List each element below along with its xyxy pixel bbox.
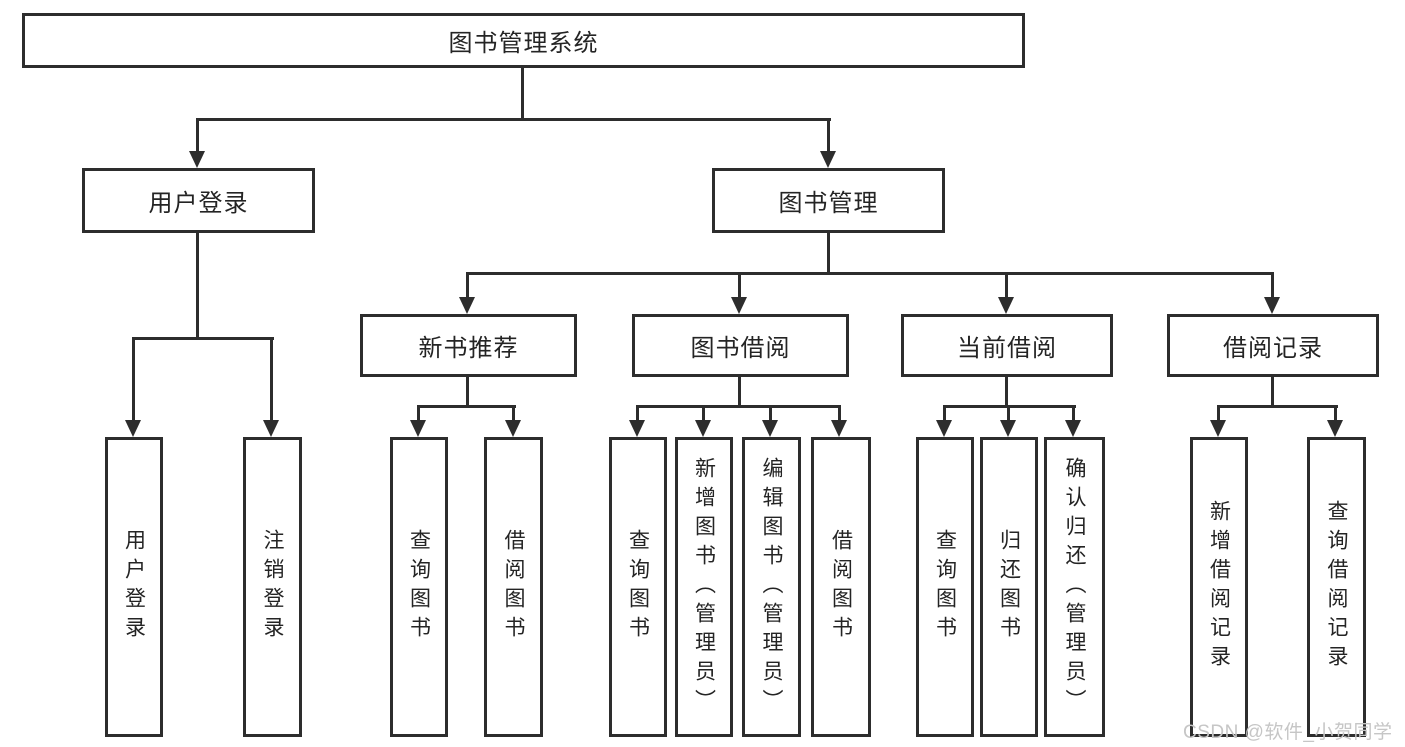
arrowhead-down — [1327, 420, 1343, 437]
node-library-system: 图书管理系统 — [22, 13, 1025, 68]
leaf-user-login-label: 用户登录 — [122, 529, 146, 645]
node-borrow-records: 借阅记录 — [1167, 314, 1379, 377]
connector-stem — [1005, 272, 1008, 298]
leaf-records-add-record-label: 新增借阅记录 — [1207, 500, 1231, 674]
connector-stem — [196, 118, 199, 152]
connector-records-bar — [1217, 405, 1338, 408]
connector-stem — [1271, 272, 1274, 298]
connector-stem — [1005, 377, 1008, 405]
arrowhead-down — [1065, 420, 1081, 437]
connector-recommend-bar — [417, 405, 516, 408]
connector-books-stem — [827, 233, 830, 272]
leaf-current-confirm-return-admin-label: 确认归还（管理员） — [1063, 456, 1086, 718]
arrowhead-down — [762, 420, 778, 437]
node-book-borrow-label: 图书借阅 — [690, 335, 791, 362]
node-current-borrow-label: 当前借阅 — [957, 335, 1057, 362]
leaf-borrow-borrow-books-label: 借阅图书 — [829, 529, 853, 645]
connector-login-bar — [132, 337, 274, 340]
leaf-borrow-add-books-admin-label: 新增图书（管理员） — [692, 456, 716, 718]
leaf-current-return-books-label: 归还图书 — [997, 529, 1021, 645]
leaf-recommend-query-books-label: 查询图书 — [407, 529, 431, 645]
arrowhead-down — [695, 420, 711, 437]
connector-stem — [769, 405, 772, 420]
connector-root-stem — [521, 68, 524, 118]
connector-stem — [1334, 405, 1337, 420]
connector-stem — [466, 272, 469, 298]
leaf-recommend-borrow-books: 借阅图书 — [484, 437, 543, 737]
connector-stem — [417, 405, 420, 420]
leaf-borrow-edit-books-admin-label: 编辑图书（管理员） — [760, 456, 783, 718]
arrowhead-down — [1264, 297, 1280, 314]
connector-stem — [702, 405, 705, 420]
connector-stem — [838, 405, 841, 420]
node-user-login-label: 用户登录 — [148, 190, 249, 217]
node-user-login: 用户登录 — [82, 168, 315, 233]
leaf-user-login: 用户登录 — [105, 437, 163, 737]
arrowhead-down — [263, 420, 279, 437]
arrowhead-down — [998, 297, 1014, 314]
leaf-recommend-borrow-books-label: 借阅图书 — [502, 529, 525, 645]
connector-borrow-bar — [636, 405, 841, 408]
leaf-logout-login-label: 注销登录 — [261, 529, 284, 645]
node-new-book-recommend: 新书推荐 — [360, 314, 577, 377]
connector-books-bar — [466, 272, 1274, 275]
node-borrow-records-label: 借阅记录 — [1223, 335, 1323, 362]
leaf-borrow-add-books-admin: 新增图书（管理员） — [675, 437, 733, 737]
arrowhead-down — [1000, 420, 1016, 437]
connector-stem — [738, 377, 741, 405]
node-current-borrow: 当前借阅 — [901, 314, 1113, 377]
arrowhead-down — [831, 420, 847, 437]
leaf-borrow-edit-books-admin: 编辑图书（管理员） — [742, 437, 801, 737]
connector-stem — [466, 377, 469, 405]
connector-login-stem — [196, 233, 199, 337]
watermark: CSDN @软件_小贺同学 — [1183, 722, 1393, 743]
connector-stem — [827, 118, 830, 152]
node-book-management-label: 图书管理 — [778, 190, 879, 217]
connector-stem — [1271, 377, 1274, 405]
connector-stem — [636, 405, 639, 420]
arrowhead-down — [410, 420, 426, 437]
leaf-borrow-borrow-books: 借阅图书 — [811, 437, 871, 737]
leaf-borrow-query-books: 查询图书 — [609, 437, 667, 737]
node-new-book-recommend-label: 新书推荐 — [418, 335, 519, 362]
leaf-records-query-record: 查询借阅记录 — [1307, 437, 1366, 737]
arrowhead-down — [820, 151, 836, 168]
connector-stem — [943, 405, 946, 420]
leaf-current-confirm-return-admin: 确认归还（管理员） — [1044, 437, 1105, 737]
leaf-current-query-books: 查询图书 — [916, 437, 974, 737]
connector-stem — [270, 337, 273, 421]
node-library-system-label: 图书管理系统 — [448, 30, 599, 57]
connector-stem — [512, 405, 515, 420]
arrowhead-down — [731, 297, 747, 314]
arrowhead-down — [1210, 420, 1226, 437]
connector-stem — [1217, 405, 1220, 420]
node-book-borrow: 图书借阅 — [632, 314, 849, 377]
arrowhead-down — [189, 151, 205, 168]
connector-root-bar — [196, 118, 831, 121]
arrowhead-down — [125, 420, 141, 437]
leaf-current-query-books-label: 查询图书 — [933, 529, 957, 645]
leaf-records-query-record-label: 查询借阅记录 — [1325, 500, 1348, 674]
arrowhead-down — [936, 420, 952, 437]
leaf-logout-login: 注销登录 — [243, 437, 302, 737]
connector-stem — [1072, 405, 1075, 420]
leaf-recommend-query-books: 查询图书 — [390, 437, 448, 737]
connector-stem — [132, 337, 135, 421]
leaf-records-add-record: 新增借阅记录 — [1190, 437, 1248, 737]
leaf-current-return-books: 归还图书 — [980, 437, 1038, 737]
leaf-borrow-query-books-label: 查询图书 — [626, 529, 650, 645]
arrowhead-down — [505, 420, 521, 437]
connector-stem — [738, 272, 741, 298]
node-book-management: 图书管理 — [712, 168, 945, 233]
connector-stem — [1007, 405, 1010, 420]
arrowhead-down — [459, 297, 475, 314]
arrowhead-down — [629, 420, 645, 437]
